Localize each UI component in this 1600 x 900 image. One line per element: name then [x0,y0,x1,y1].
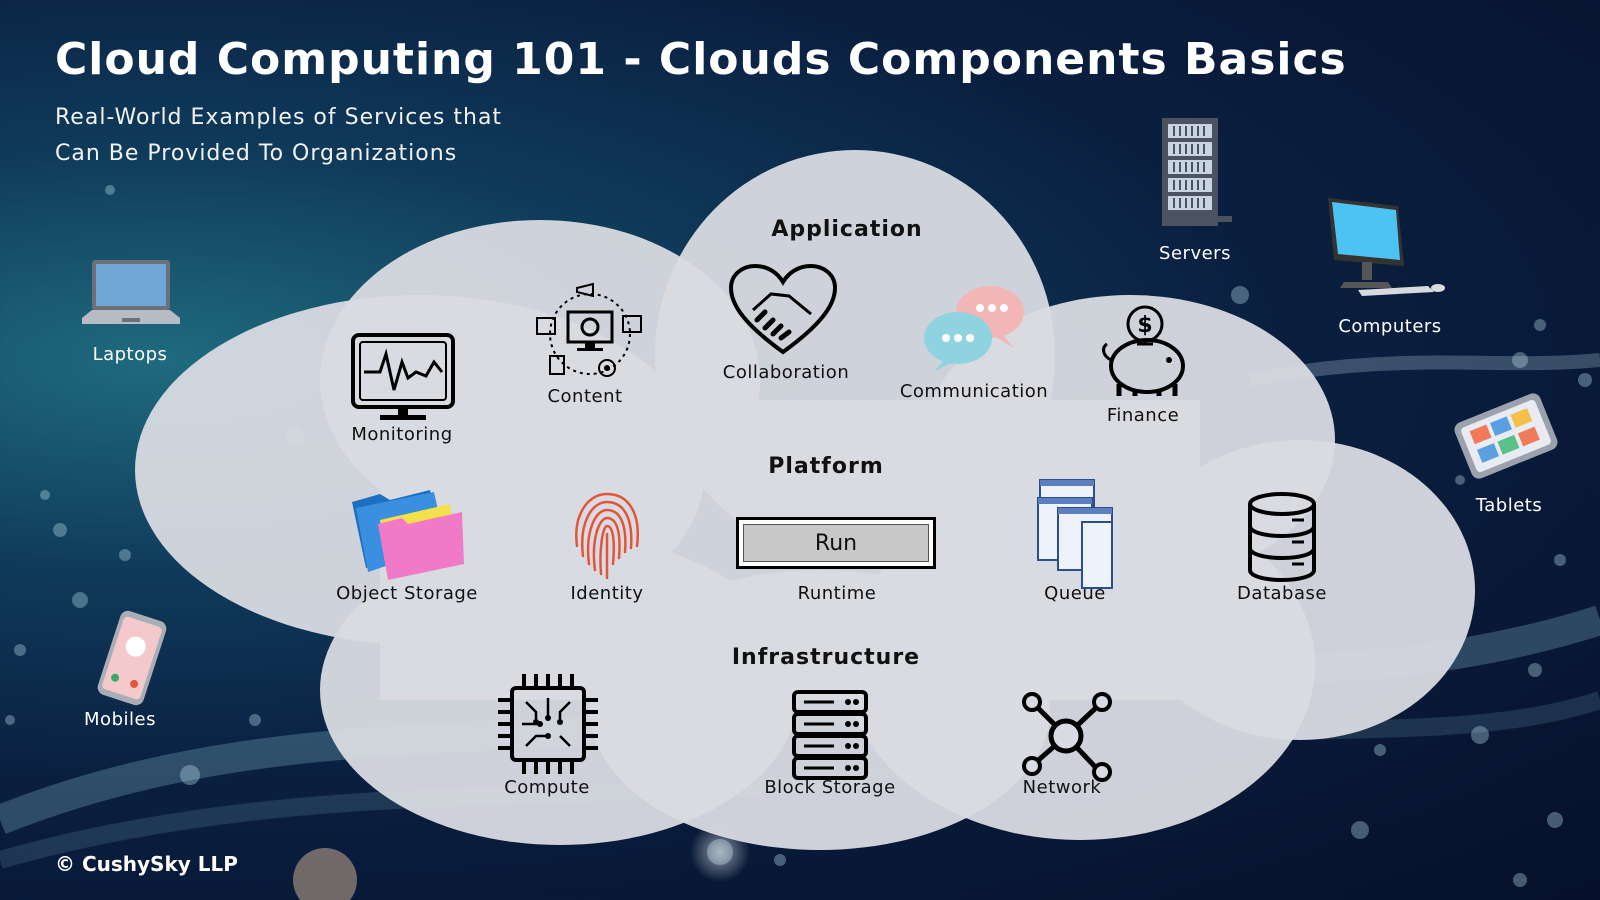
computers-label: Computers [1338,316,1442,337]
monitoring-label: Monitoring [351,424,453,445]
folders-icon [350,484,468,584]
communication-label: Communication [899,381,1049,402]
run-button-icon: Run [736,517,936,569]
queue-label: Queue [1044,583,1106,604]
document-queue-icon [1036,478,1116,594]
section-application: Application [771,217,923,242]
network-label: Network [1022,777,1102,798]
content-hub-icon [535,282,645,386]
section-infrastructure: Infrastructure [731,645,921,670]
server-rack-icon [790,688,870,784]
section-platform: Platform [768,454,884,479]
subtitle-line-2: Can Be Provided To Organizations [55,141,458,166]
mobiles-label: Mobiles [84,709,156,730]
block-storage-label: Block Storage [764,777,896,798]
network-nodes-icon [1020,692,1114,786]
desktop-computer-icon [1318,196,1446,304]
svg-text:$: $ [1137,313,1152,338]
handshake-heart-icon [727,263,839,360]
database-label: Database [1237,583,1327,604]
page-title: Cloud Computing 101 - Clouds Components … [55,34,1347,85]
tablet-icon [1452,392,1560,484]
piggy-bank-icon: $ [1097,304,1193,404]
laptops-label: Laptops [92,344,168,365]
fingerprint-icon [567,486,647,586]
monitor-heartbeat-icon [350,332,456,426]
mobile-phone-icon [90,610,174,710]
content-label: Content [547,386,623,407]
runtime-label: Runtime [797,583,877,604]
identity-label: Identity [570,583,644,604]
collaboration-label: Collaboration [722,362,850,383]
cpu-chip-icon [496,672,600,780]
laptop-icon [82,258,180,342]
subtitle-line-1: Real-World Examples of Services that [55,105,503,130]
tablets-label: Tablets [1475,495,1543,516]
server-tower-icon [1158,116,1232,232]
page-subtitle: Real-World Examples of Services that Can… [55,100,502,172]
servers-label: Servers [1159,243,1231,264]
copyright-notice: © CushySky LLP [55,852,238,876]
chat-bubbles-icon [922,282,1026,376]
finance-label: Finance [1106,405,1180,426]
database-icon [1246,492,1318,586]
compute-label: Compute [504,777,590,798]
run-button-text: Run [743,524,929,562]
object-storage-label: Object Storage [336,583,478,604]
